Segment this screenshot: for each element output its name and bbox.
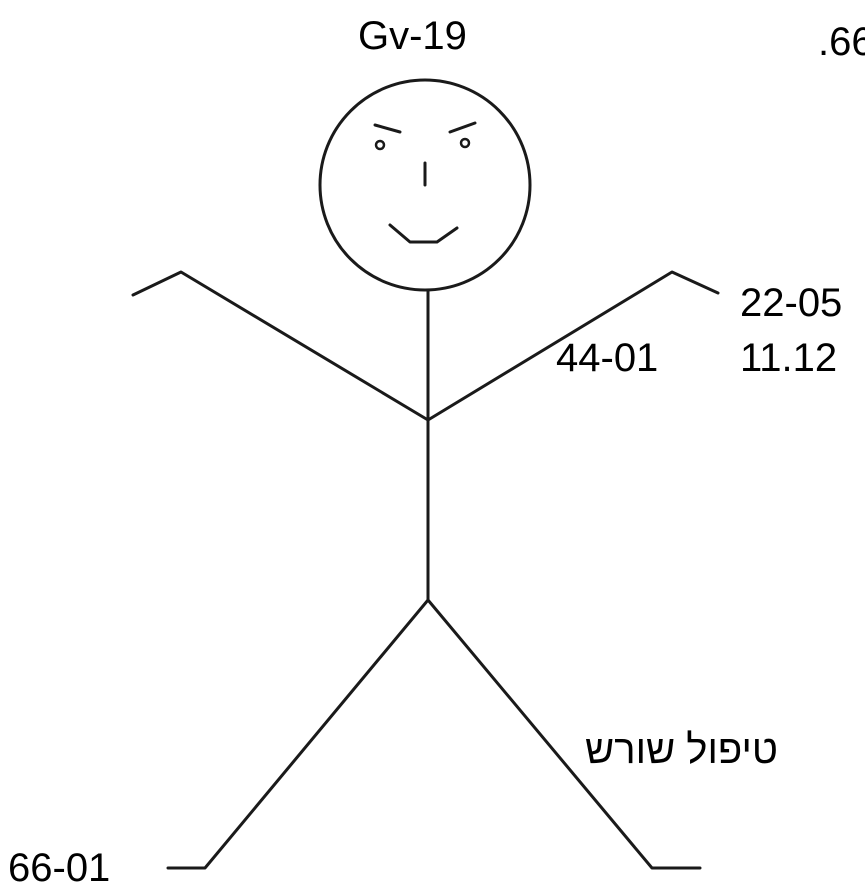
head-circle — [318, 78, 532, 292]
label-hebrew: טיפול שורש — [585, 728, 778, 772]
right-eye — [459, 137, 471, 149]
label-top: Gv-19 — [358, 14, 467, 58]
right-eyebrow — [448, 121, 477, 134]
label-middle: 44-01 — [556, 336, 659, 380]
right-arm — [426, 270, 720, 422]
left-eyebrow — [373, 123, 402, 134]
left-eye — [374, 139, 386, 151]
label-bottom-left: 66-01 — [8, 846, 111, 885]
mouth — [388, 223, 459, 244]
left-leg — [166, 598, 430, 870]
label-corner: .66 — [818, 20, 865, 64]
label-right-upper: 22-05 — [740, 281, 843, 325]
right-leg — [426, 598, 702, 870]
left-arm — [131, 270, 430, 422]
label-right-lower: 11.12 — [740, 336, 838, 380]
